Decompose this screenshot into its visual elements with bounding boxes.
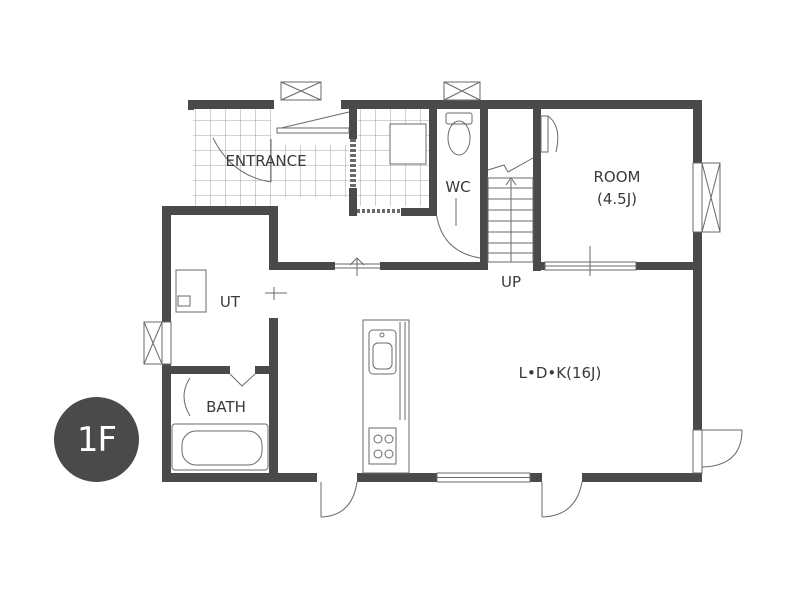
stairs [487,157,534,263]
windows [143,81,721,483]
entrance-tiles [193,108,271,206]
wc-label: WC [445,178,470,196]
fixtures [171,112,591,474]
bath-label: BATH [206,398,246,416]
stairs-up-label: UP [501,273,521,291]
ut-label: UT [220,293,241,311]
walls [162,100,702,482]
entrance-label: ENTRANCE [225,152,306,170]
room-size-label: (4.5J) [597,190,637,208]
room-label: ROOM [594,168,641,186]
doors [183,111,743,518]
entrance-step-tiles [271,145,349,197]
floor-badge: 1F [54,397,139,482]
ldk-label: L•D•K(16J) [519,364,602,382]
